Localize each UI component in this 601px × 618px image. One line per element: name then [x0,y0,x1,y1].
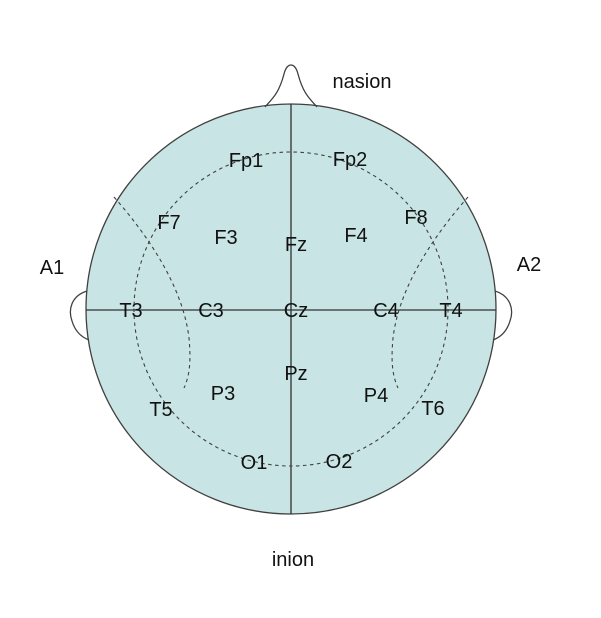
electrode-label-fp1: Fp1 [228,150,264,172]
right-ear-shape [492,290,513,341]
electrode-label-fp2: Fp2 [332,149,368,171]
electrode-label-t5: T5 [149,399,173,421]
electrode-label-p3: P3 [210,383,236,405]
electrode-label-o1: O1 [240,452,268,474]
electrode-label-f4: F4 [344,225,368,247]
electrode-label-t4: T4 [439,300,463,322]
landmark-label-inion: inion [271,549,315,571]
left-ear-shape [69,290,90,341]
electrode-label-pz: Pz [284,363,308,385]
electrode-label-t6: T6 [421,398,445,420]
electrode-label-t3: T3 [119,300,143,322]
inner-dashed-circle [133,151,449,467]
electrode-label-f7: F7 [157,212,181,234]
electrode-label-c4: C4 [373,300,399,322]
electrode-label-o2: O2 [325,451,353,473]
landmark-label-nasion: nasion [332,71,392,93]
electrode-label-c3: C3 [198,300,224,322]
electrode-label-a1: A1 [39,257,65,279]
electrode-label-fz: Fz [284,234,308,256]
electrode-label-f3: F3 [214,227,238,249]
electrode-label-p4: P4 [363,385,389,407]
electrode-label-a2: A2 [516,254,542,276]
nose-shape [264,64,318,108]
electrode-label-f8: F8 [404,207,428,229]
electrode-label-cz: Cz [283,300,309,322]
